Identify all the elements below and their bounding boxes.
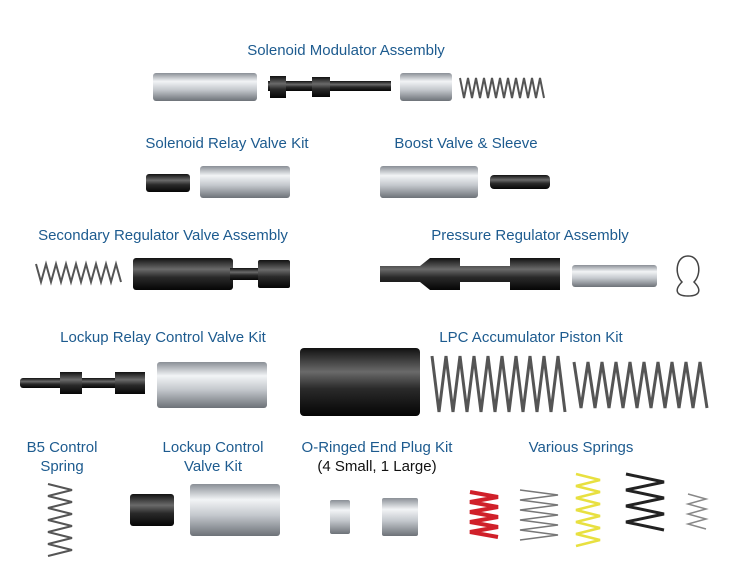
lockup-relay-parts bbox=[20, 362, 267, 408]
label-lpc-accumulator: LPC Accumulator Piston Kit bbox=[439, 329, 623, 346]
label-boost-valve: Boost Valve & Sleeve bbox=[394, 135, 538, 152]
label-b5-control: B5 Control Spring bbox=[27, 438, 98, 476]
label-b5-line2: Spring bbox=[40, 458, 84, 475]
solenoid-relay-parts bbox=[146, 166, 290, 198]
lockup-control-parts bbox=[130, 484, 280, 536]
label-solenoid-modulator: Solenoid Modulator Assembly bbox=[247, 42, 445, 59]
label-oring-plug-sub: (4 Small, 1 Large) bbox=[317, 458, 437, 475]
label-various-springs: Various Springs bbox=[528, 439, 634, 456]
label-lockup-control-line2: Valve Kit bbox=[183, 458, 243, 475]
label-solenoid-relay: Solenoid Relay Valve Kit bbox=[145, 135, 309, 152]
label-lockup-relay: Lockup Relay Control Valve Kit bbox=[60, 329, 266, 346]
secondary-regulator-parts bbox=[35, 258, 290, 290]
solenoid-modulator-parts bbox=[153, 73, 545, 101]
oring-plug-parts bbox=[330, 498, 418, 536]
label-pressure-regulator: Pressure Regulator Assembly bbox=[431, 227, 629, 244]
label-lockup-control: Lockup Control Valve Kit bbox=[163, 438, 264, 476]
label-secondary-regulator: Secondary Regulator Valve Assembly bbox=[38, 227, 288, 244]
b5-spring bbox=[47, 483, 73, 557]
label-lockup-control-line1: Lockup Control bbox=[162, 439, 264, 456]
boost-valve-parts bbox=[380, 166, 550, 198]
pressure-regulator-parts bbox=[380, 255, 700, 297]
various-springs bbox=[469, 472, 709, 548]
label-oring-plug-title: O-Ringed End Plug Kit bbox=[301, 439, 453, 456]
lpc-accumulator-parts bbox=[300, 348, 709, 416]
label-oring-plug: O-Ringed End Plug Kit (4 Small, 1 Large) bbox=[302, 438, 453, 476]
label-b5-line1: B5 Control bbox=[26, 439, 98, 456]
